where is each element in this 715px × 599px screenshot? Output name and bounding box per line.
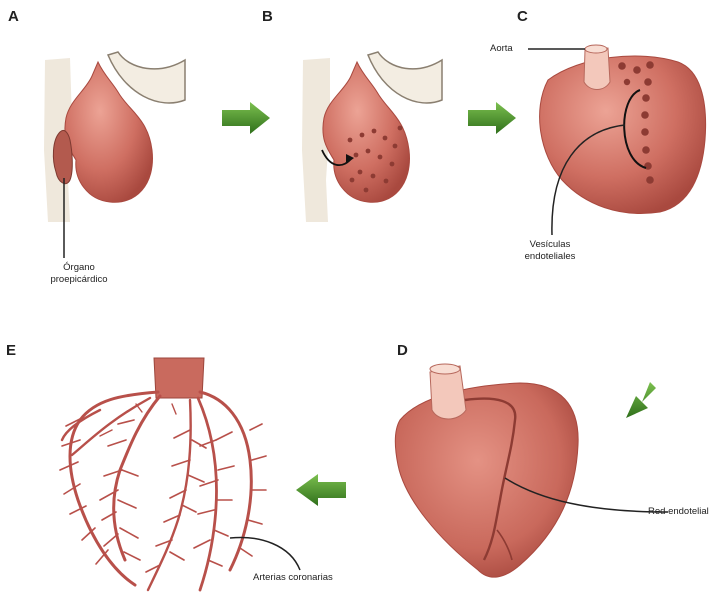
arrow-c-to-d xyxy=(626,382,656,418)
arrow-d-to-e xyxy=(296,474,346,506)
aorta-opening xyxy=(585,45,607,53)
endothelial-vesicles-label: Vesículas endoteliales xyxy=(510,239,590,263)
endothelial-vesicles-label-line2: endoteliales xyxy=(510,251,590,263)
endothelial-vesicles-label-line1: Vesículas xyxy=(510,239,590,251)
endothelial-network-label: Red endotelial xyxy=(648,506,715,518)
panel-b xyxy=(302,52,442,222)
coronary-arteries-label: Arterias coronarias xyxy=(253,572,333,584)
panel-letter-a: A xyxy=(8,8,19,25)
panel-c xyxy=(528,45,706,235)
panel-letter-e: E xyxy=(6,342,16,359)
aorta-opening xyxy=(430,364,460,374)
panel-letter-d: D xyxy=(397,342,408,359)
proepicardial-organ-label: Órgano proepicárdico xyxy=(34,262,124,286)
panel-d xyxy=(395,364,668,577)
aorta xyxy=(584,48,610,90)
coronary-artery-tree xyxy=(60,392,266,590)
panel-letter-c: C xyxy=(517,8,528,25)
arrow-a-to-b xyxy=(222,102,270,134)
heart xyxy=(395,383,578,577)
panel-a xyxy=(44,52,185,258)
proepicardial-organ-label-line2: proepicárdico xyxy=(34,274,124,286)
panel-letter-b: B xyxy=(262,8,273,25)
panel-e xyxy=(60,358,300,590)
aorta-label: Aorta xyxy=(490,43,513,55)
heart xyxy=(540,56,706,213)
aorta xyxy=(154,358,204,398)
arrow-b-to-c xyxy=(468,102,516,134)
proepicardial-organ-label-line1: Órgano xyxy=(34,262,124,274)
